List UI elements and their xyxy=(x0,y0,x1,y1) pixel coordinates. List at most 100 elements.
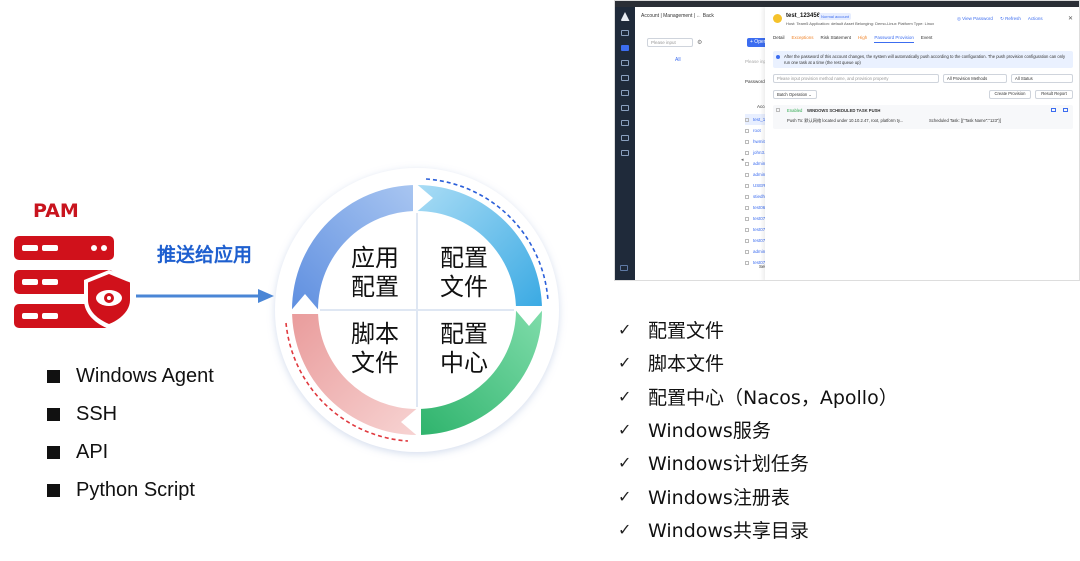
tab-event[interactable]: Event xyxy=(920,35,933,40)
view-password-button[interactable]: ◎ View Password xyxy=(957,16,993,21)
assets-icon[interactable] xyxy=(621,60,629,66)
segment-config-file: 配置 文件 xyxy=(440,244,488,301)
feature-label: Windows共享目录 xyxy=(648,519,809,542)
create-provision-button[interactable]: Create Provision xyxy=(989,90,1031,99)
more-icon[interactable] xyxy=(1063,108,1068,112)
provision-info-banner: After the password of this account chang… xyxy=(773,51,1073,68)
actions-menu-button[interactable]: Actions xyxy=(1027,16,1043,21)
edit-icon[interactable] xyxy=(1051,108,1056,112)
table-row[interactable]: admini... xyxy=(745,169,778,180)
avatar xyxy=(773,14,782,23)
table-row[interactable]: root xyxy=(745,125,778,136)
cycle-ring xyxy=(275,168,559,452)
checkbox[interactable] xyxy=(745,161,749,166)
list-item: ✓Windows注册表 xyxy=(618,479,898,512)
password-expire-filter[interactable]: Password Expire xyxy=(745,79,779,84)
table-row[interactable]: john3... xyxy=(745,147,778,158)
ticket-icon[interactable] xyxy=(621,120,629,126)
table-row[interactable]: stiedhost... xyxy=(745,191,778,202)
checkbox[interactable] xyxy=(745,205,749,210)
provision-method-select[interactable]: All Provision Methods xyxy=(943,74,1007,83)
check-icon: ✓ xyxy=(618,353,632,373)
report-icon[interactable] xyxy=(621,135,629,141)
push-method-list: Windows Agent SSH API Python Script xyxy=(47,357,214,509)
accounts-icon[interactable] xyxy=(621,45,629,51)
check-icon: ✓ xyxy=(618,386,632,406)
checkbox[interactable] xyxy=(745,216,749,221)
close-icon[interactable]: ✕ xyxy=(1068,15,1074,22)
account-list-pane: Account | Management | ← Back Please inp… xyxy=(635,7,787,280)
status-select[interactable]: All Status xyxy=(1011,74,1073,83)
segment-app-config: 应用 配置 xyxy=(351,244,399,301)
settings-icon[interactable] xyxy=(621,150,629,156)
account-name: test_123456 xyxy=(786,13,821,19)
method-label: API xyxy=(76,440,109,463)
home-icon[interactable] xyxy=(621,30,629,36)
checkbox[interactable] xyxy=(745,194,749,199)
breadcrumb[interactable]: Account | Management | ← Back xyxy=(641,13,714,19)
gear-icon[interactable]: ⚙ xyxy=(697,39,703,46)
list-item: Windows Agent xyxy=(47,357,214,395)
table-row[interactable]: admini... xyxy=(745,158,778,169)
bullet-square-icon xyxy=(47,369,60,383)
feature-label: 脚本文件 xyxy=(648,353,725,376)
table-row[interactable]: hwmit... xyxy=(745,136,778,147)
checkbox[interactable] xyxy=(745,128,749,133)
checkbox[interactable] xyxy=(745,238,749,243)
checkbox[interactable] xyxy=(745,183,749,188)
tab-password-provision[interactable]: Password Provision xyxy=(874,35,914,43)
account-rows: test_123456 root hwmit... john3... admin… xyxy=(745,114,778,268)
pam-label: PAM xyxy=(33,200,79,222)
result-report-button[interactable]: Result Report xyxy=(1035,90,1073,99)
push-to-text: Push To: 默认网络 located under 10.10.2.47, … xyxy=(787,118,904,123)
bullet-square-icon xyxy=(47,407,60,421)
collapse-icon[interactable] xyxy=(620,265,628,271)
checkbox[interactable] xyxy=(745,172,749,177)
checkbox[interactable] xyxy=(745,150,749,155)
tree-item-all[interactable]: All xyxy=(675,57,681,63)
provision-title: WINDOWS SCHEDULED TASK PUSH xyxy=(807,108,881,113)
checkbox[interactable] xyxy=(776,108,780,112)
segment-script-file: 脚本 文件 xyxy=(351,320,399,377)
method-label: Python Script xyxy=(76,478,195,501)
list-item: ✓ 脚本文件 xyxy=(618,346,898,379)
table-row[interactable]: test0672... xyxy=(745,202,778,213)
refresh-button[interactable]: ↻ Refresh xyxy=(1000,16,1021,21)
feature-label: 配置文件 xyxy=(648,320,725,343)
policy-icon[interactable] xyxy=(621,75,629,81)
account-search-input[interactable]: Please input sear xyxy=(745,59,780,64)
push-to-app-label: 推送给应用 xyxy=(157,244,253,266)
provision-search-input[interactable]: Please input provision method name, and … xyxy=(773,74,939,83)
checkbox[interactable] xyxy=(745,117,749,122)
table-row[interactable]: test0708... xyxy=(745,257,778,268)
network-icon[interactable] xyxy=(621,90,629,96)
table-row[interactable]: test0703... xyxy=(745,213,778,224)
bullet-square-icon xyxy=(47,483,60,497)
config-cycle-diagram: 应用 配置 配置 文件 脚本 文件 配置 中心 xyxy=(262,155,572,465)
table-row[interactable]: admini... xyxy=(745,246,778,257)
drawer-handle-icon[interactable]: ◂ xyxy=(741,157,744,163)
table-row[interactable]: test0709... xyxy=(745,235,778,246)
tree-filter-input[interactable]: Please input xyxy=(647,38,693,47)
batch-operation-button[interactable]: Batch Operation ⌄ xyxy=(773,90,817,99)
scheduled-task-text: Scheduled Task: [{"Task Name":"123"}] xyxy=(929,118,1001,123)
feature-label: 配置中心（Nacos，Apollo） xyxy=(648,386,898,409)
check-icon: ✓ xyxy=(618,320,632,340)
server-shield-icon xyxy=(14,236,134,329)
list-item: ✓ 配置文件 xyxy=(618,313,898,346)
provision-card[interactable]: Enabled WINDOWS SCHEDULED TASK PUSH Push… xyxy=(773,105,1073,129)
checkbox[interactable] xyxy=(745,227,749,232)
method-label: Windows Agent xyxy=(76,364,214,387)
checkbox[interactable] xyxy=(745,249,749,254)
checkbox[interactable] xyxy=(745,260,749,265)
info-icon xyxy=(776,55,780,59)
table-row[interactable]: test0706... xyxy=(745,224,778,235)
table-row[interactable]: USER99... xyxy=(745,180,778,191)
audit-icon[interactable] xyxy=(621,105,629,111)
list-item: ✓Windows共享目录 xyxy=(618,513,898,546)
check-icon: ✓ xyxy=(618,486,632,506)
checkbox[interactable] xyxy=(745,139,749,144)
